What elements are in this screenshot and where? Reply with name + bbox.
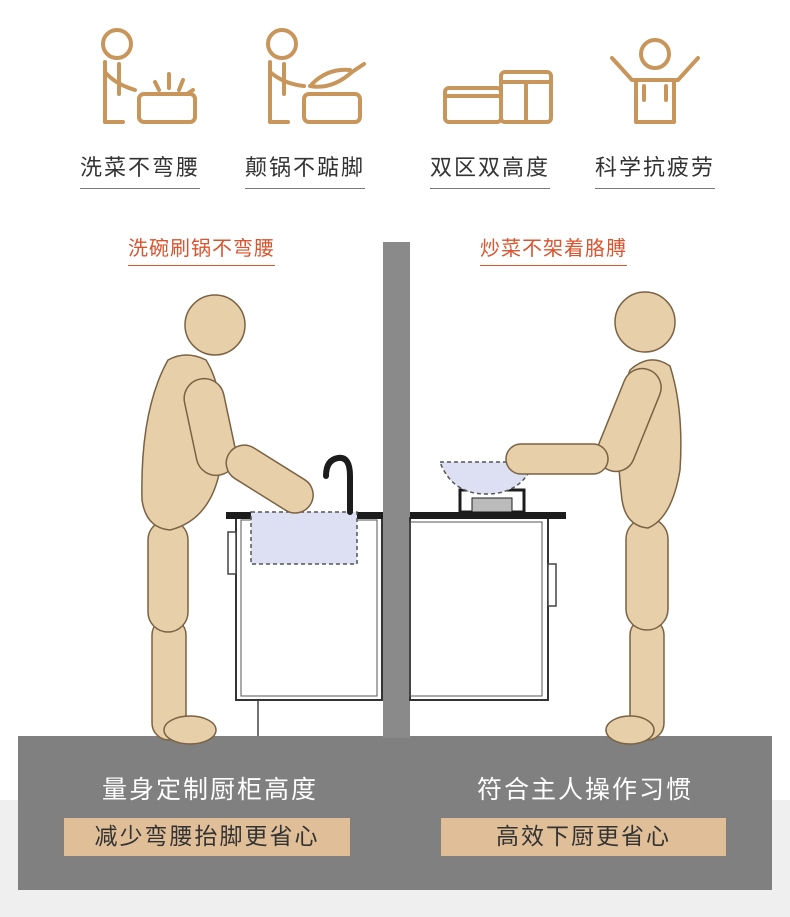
right-zone-label: 炒菜不架着胳膊 — [480, 232, 627, 266]
right-mannequin — [505, 291, 682, 745]
feature-icon-row: 洗菜不弯腰 颠锅不踮脚 双区双高度 — [0, 0, 790, 200]
left-mannequin-head — [184, 294, 246, 356]
right-highlight-badge: 高效下厨更省心 — [441, 818, 726, 856]
right-caption: 符合主人操作习惯 — [476, 775, 693, 804]
left-caption: 量身定制厨柜高度 — [101, 775, 318, 804]
feature-wok-label: 颠锅不踮脚 — [244, 150, 365, 189]
feature-dual-label: 双区双高度 — [429, 150, 550, 189]
stove-cabinet — [409, 461, 566, 701]
sink-basin — [250, 511, 358, 565]
center-divider — [383, 242, 410, 738]
feature-wash-label: 洗菜不弯腰 — [79, 150, 200, 189]
cabinet-handle-right — [547, 563, 557, 607]
dual-height-icon — [443, 70, 553, 124]
left-mannequin — [141, 294, 314, 745]
right-mannequin-head — [614, 291, 676, 353]
floor-block — [18, 736, 772, 890]
left-zone-label: 洗碗刷锅不弯腰 — [128, 232, 275, 266]
washing-person-icon — [101, 28, 197, 124]
feature-wok: 颠锅不踮脚 — [225, 24, 385, 189]
right-mannequin-arm — [505, 443, 609, 475]
sink-cabinet — [226, 454, 383, 736]
left-highlight-badge: 减少弯腰抬脚更省心 — [64, 818, 350, 856]
stove-countertop — [410, 512, 566, 519]
feature-relax: 科学抗疲劳 — [575, 24, 735, 189]
feature-dual: 双区双高度 — [410, 24, 570, 189]
faucet-icon — [323, 454, 353, 515]
feature-relax-label: 科学抗疲劳 — [594, 150, 715, 189]
relaxed-person-icon — [610, 38, 700, 124]
wok-person-icon — [266, 28, 366, 124]
cabinet-handle-left — [227, 531, 237, 575]
feature-wash: 洗菜不弯腰 — [60, 24, 220, 189]
